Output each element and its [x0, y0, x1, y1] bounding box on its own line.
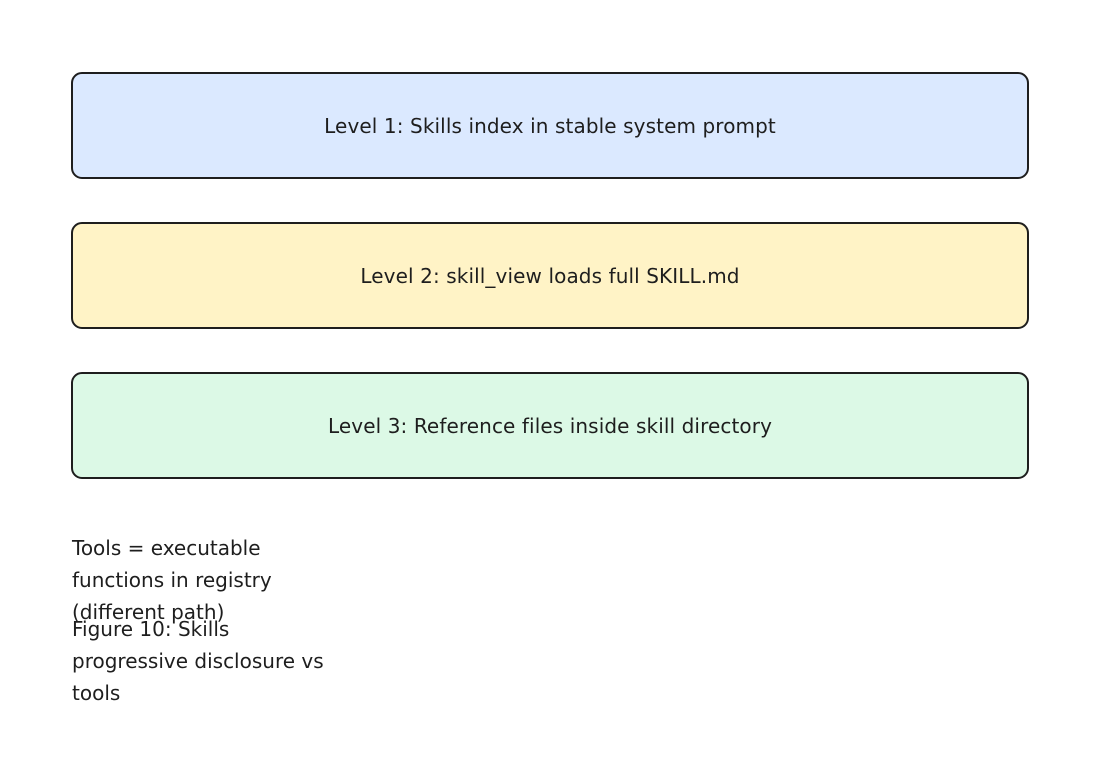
level-2-box: Level 2: skill_view loads full SKILL.md — [71, 222, 1029, 329]
figure-caption: Figure 10: Skills progressive disclosure… — [72, 617, 324, 705]
level-2-label: Level 2: skill_view loads full SKILL.md — [360, 263, 740, 288]
tools-note: Tools = executable functions in registry… — [72, 536, 272, 624]
level-3-label: Level 3: Reference files inside skill di… — [327, 413, 773, 438]
level-1-box: Level 1: Skills index in stable system p… — [71, 72, 1029, 179]
level-1-label: Level 1: Skills index in stable system p… — [324, 113, 776, 138]
level-3-box: Level 3: Reference files inside skill di… — [71, 372, 1029, 479]
